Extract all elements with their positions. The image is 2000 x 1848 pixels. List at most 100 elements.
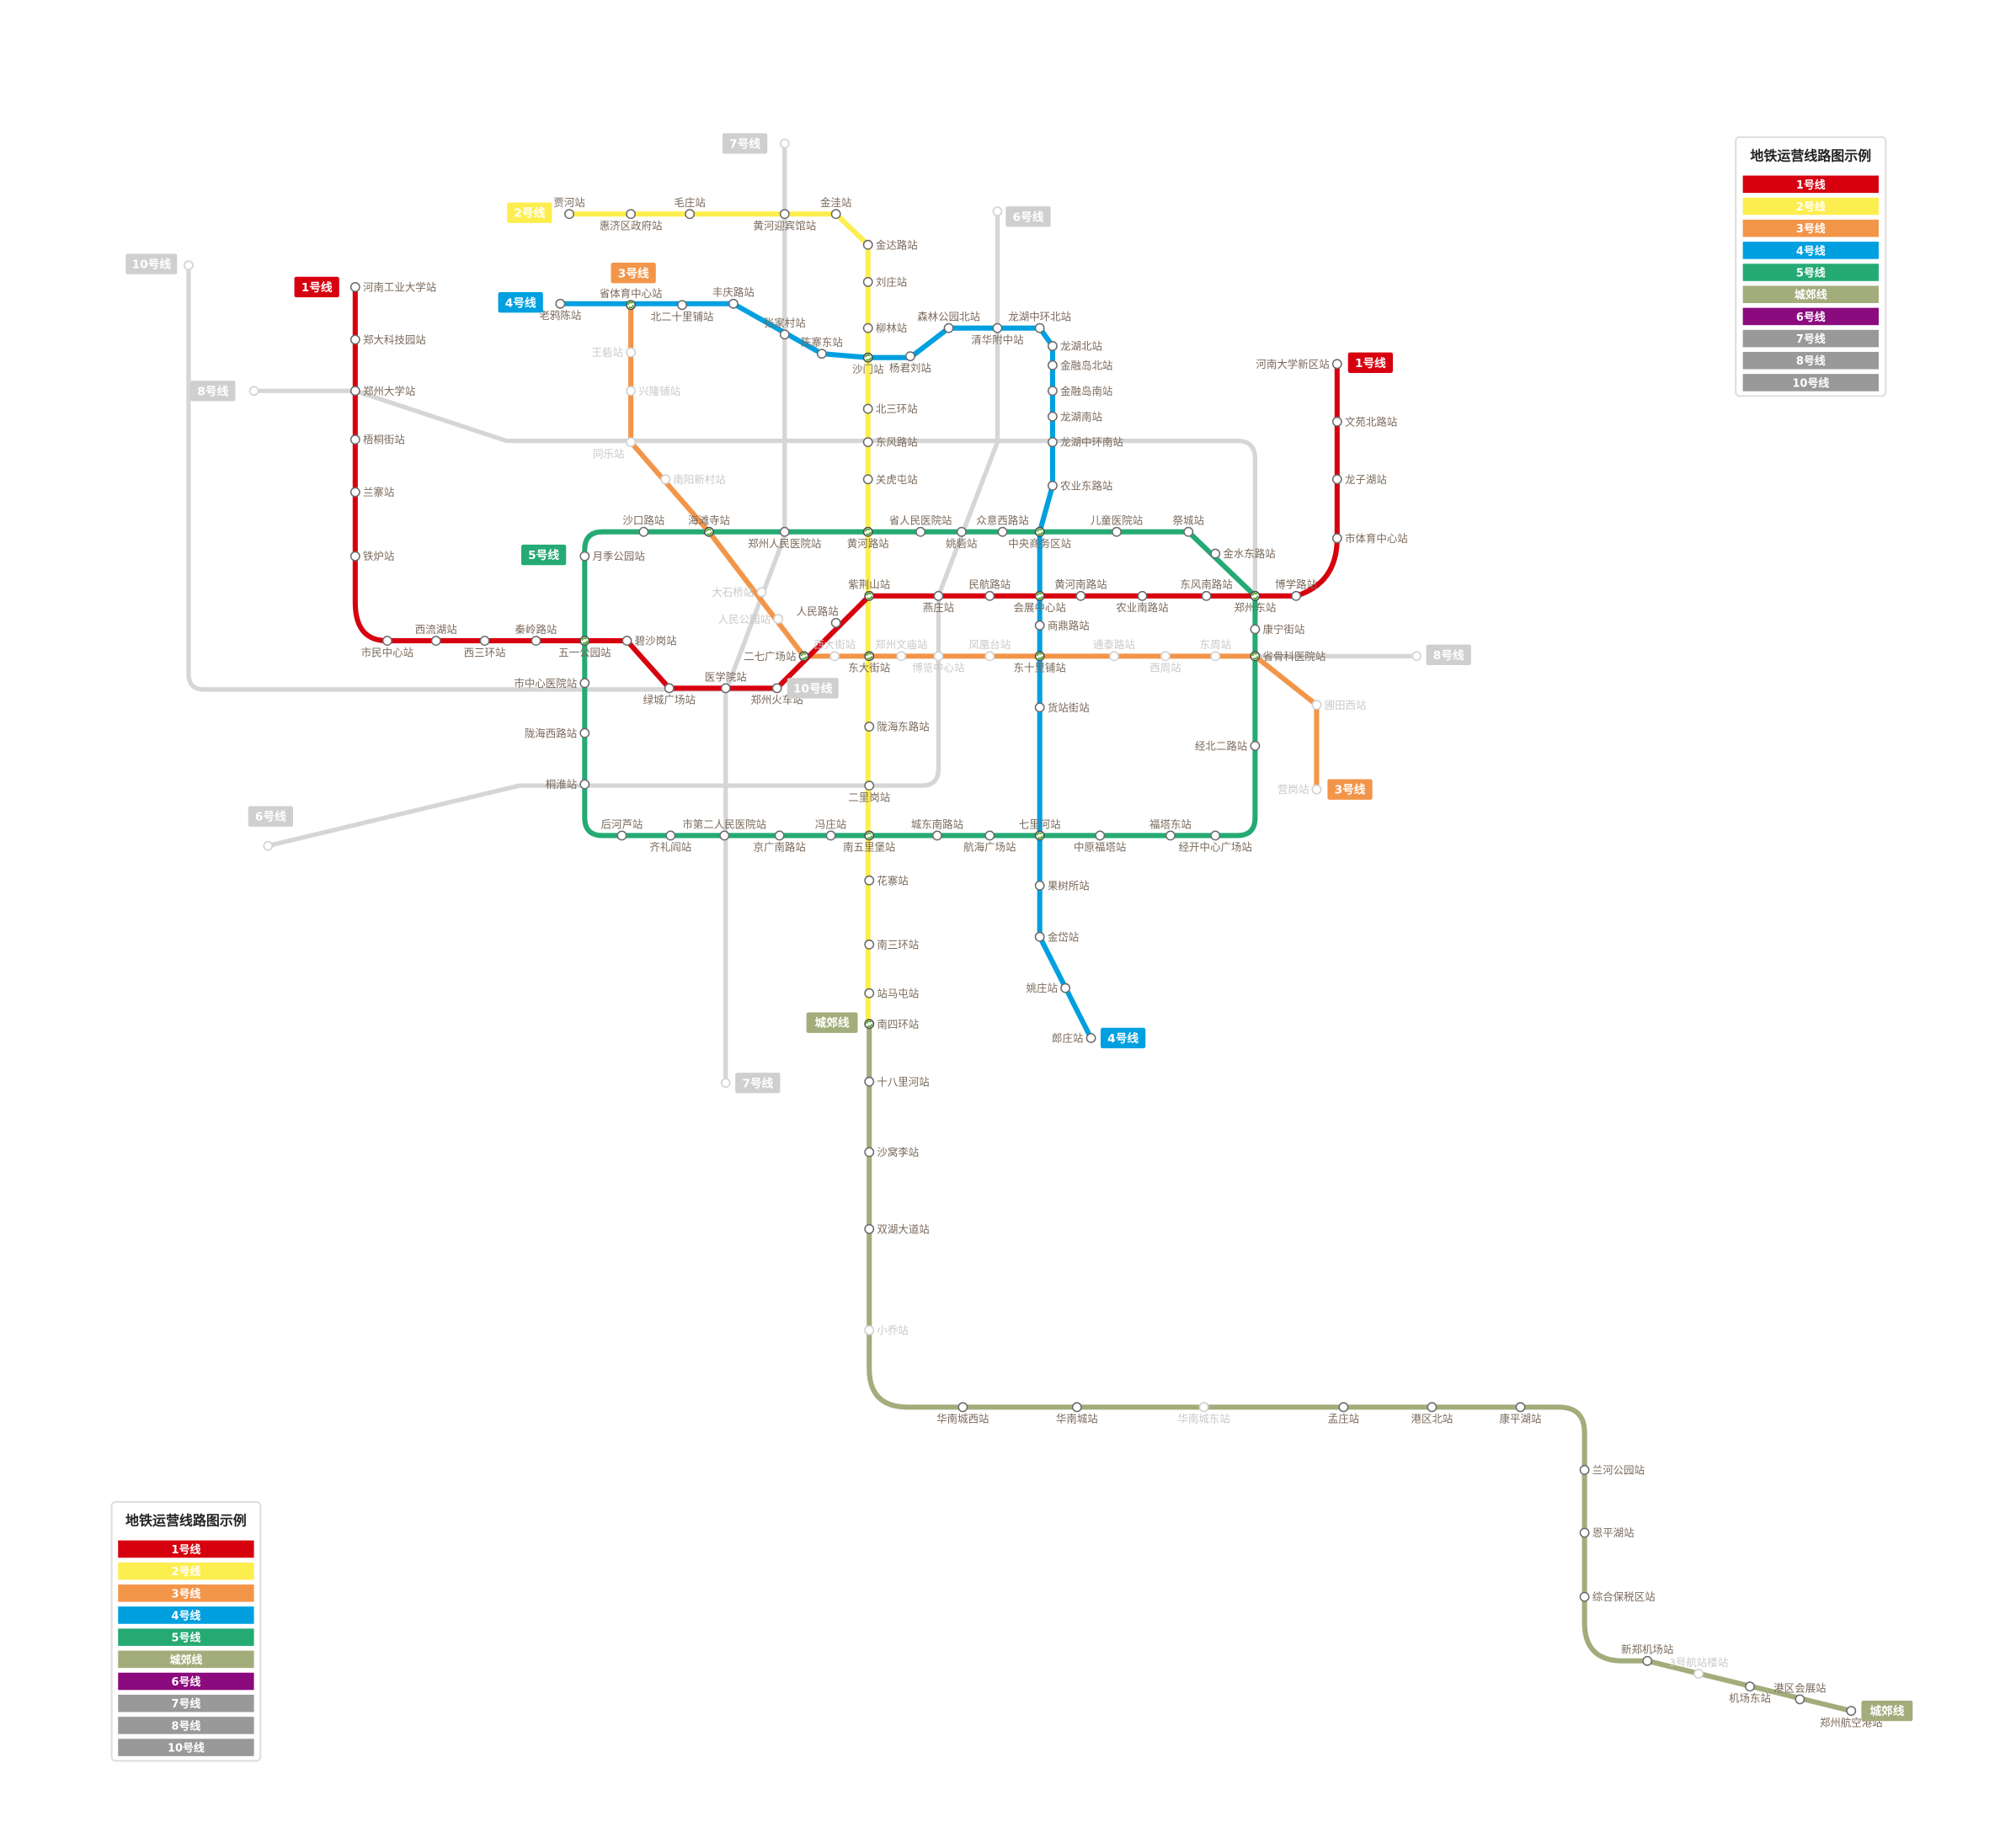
- station[interactable]: 东风路站: [862, 436, 918, 449]
- station-marker[interactable]: [1579, 1527, 1590, 1538]
- station[interactable]: 黄河迎宾馆站: [753, 209, 816, 232]
- station[interactable]: 东十里铺站: [1014, 651, 1066, 674]
- station[interactable]: 中原福塔站: [1074, 830, 1126, 854]
- station-marker[interactable]: [864, 1223, 875, 1234]
- station[interactable]: 康宁街站: [1250, 623, 1304, 636]
- station-marker[interactable]: [626, 209, 637, 220]
- station[interactable]: 金达路站: [862, 238, 918, 251]
- station-marker[interactable]: [579, 551, 590, 562]
- station-marker[interactable]: [984, 830, 995, 841]
- station[interactable]: 二七广场站: [744, 650, 809, 663]
- station[interactable]: 北二十里铺站: [651, 300, 714, 323]
- line-badge-city[interactable]: 城郊线: [1861, 1700, 1913, 1722]
- station[interactable]: 康平湖站: [1500, 1402, 1542, 1425]
- station[interactable]: 西流湖站: [415, 623, 457, 647]
- station-marker[interactable]: [933, 590, 944, 601]
- station[interactable]: 经北二路站: [1195, 739, 1261, 752]
- station-marker[interactable]: [1745, 1681, 1755, 1692]
- station-marker[interactable]: [1198, 1402, 1209, 1413]
- station[interactable]: 关虎屯站: [862, 473, 918, 486]
- station[interactable]: 铁炉站: [349, 550, 395, 562]
- station-marker[interactable]: [1160, 651, 1171, 662]
- station-marker[interactable]: [864, 722, 875, 732]
- station[interactable]: 姚庄站: [1027, 982, 1071, 994]
- station-marker[interactable]: [626, 437, 637, 448]
- station[interactable]: 文苑北路站: [1331, 415, 1398, 428]
- station-marker[interactable]: [779, 526, 790, 537]
- station-marker[interactable]: [1846, 1706, 1857, 1717]
- station-marker[interactable]: [1515, 1402, 1526, 1413]
- station[interactable]: 郑大科技园站: [349, 333, 426, 346]
- station-marker[interactable]: [774, 830, 785, 841]
- station[interactable]: 丰庆路站: [712, 286, 755, 309]
- station[interactable]: 兰寨站: [349, 486, 395, 498]
- station-marker[interactable]: [626, 386, 637, 397]
- station-marker[interactable]: [1210, 651, 1221, 662]
- station[interactable]: 紫荆山站: [848, 578, 890, 601]
- station[interactable]: 南五里堡站: [843, 830, 895, 854]
- station[interactable]: 省骨科医院站: [1250, 650, 1325, 663]
- station-marker[interactable]: [1201, 590, 1212, 601]
- station[interactable]: 兴隆铺站: [626, 385, 680, 397]
- station-marker[interactable]: [638, 526, 649, 537]
- station[interactable]: 西周站: [1149, 651, 1181, 674]
- station-marker[interactable]: [1137, 590, 1148, 601]
- station-marker[interactable]: [665, 830, 676, 841]
- station[interactable]: 南三环站: [864, 938, 919, 951]
- station-marker[interactable]: [1034, 931, 1045, 942]
- station[interactable]: 秦岭路站: [515, 623, 557, 647]
- station-marker[interactable]: [864, 988, 875, 999]
- station[interactable]: 海滩寺站: [688, 514, 730, 537]
- station-marker[interactable]: [933, 651, 944, 662]
- station[interactable]: 港区北站: [1411, 1402, 1453, 1425]
- station[interactable]: 王砦站: [592, 346, 637, 359]
- station-marker[interactable]: [1338, 1402, 1349, 1413]
- station[interactable]: 黄河路站: [847, 526, 889, 550]
- station[interactable]: 凤凰台站: [968, 638, 1011, 662]
- station-marker[interactable]: [1693, 1669, 1704, 1679]
- line-badge-10[interactable]: 10号线: [125, 253, 178, 274]
- station[interactable]: 杨君刘站: [889, 351, 931, 374]
- station[interactable]: 东风南路站: [1180, 578, 1233, 601]
- station[interactable]: 郑州大学站: [349, 385, 416, 397]
- station-marker[interactable]: [825, 830, 836, 841]
- station[interactable]: 市体育中心站: [1331, 532, 1408, 545]
- station-marker[interactable]: [771, 683, 782, 694]
- station-marker[interactable]: [1331, 416, 1342, 427]
- station[interactable]: 华南城西站: [936, 1402, 989, 1425]
- station-marker[interactable]: [1085, 1033, 1096, 1043]
- station-marker[interactable]: [862, 239, 873, 250]
- station[interactable]: 金融岛南站: [1047, 385, 1113, 397]
- station[interactable]: 西大街站: [813, 638, 856, 662]
- station[interactable]: 儿童医院站: [1091, 514, 1143, 537]
- station[interactable]: 陈寨东站: [801, 336, 843, 359]
- station[interactable]: 航海广场站: [963, 830, 1016, 854]
- station-marker[interactable]: [1642, 1655, 1653, 1666]
- station[interactable]: 金洼站: [820, 196, 851, 220]
- station[interactable]: 沙门站: [852, 352, 883, 375]
- station[interactable]: 金水东路站: [1210, 547, 1276, 560]
- line-badge-8[interactable]: 8号线: [190, 381, 236, 402]
- station-marker[interactable]: [1579, 1465, 1590, 1475]
- station-marker[interactable]: [349, 487, 360, 498]
- station-marker[interactable]: [1034, 880, 1045, 891]
- station[interactable]: 梧桐街站: [349, 434, 405, 446]
- station[interactable]: 河南工业大学站: [349, 281, 437, 294]
- station[interactable]: 森林公园北站: [917, 311, 980, 333]
- line-badge-5[interactable]: 5号线: [520, 544, 567, 566]
- station-marker[interactable]: [956, 526, 967, 537]
- line-badge-7[interactable]: 7号线: [735, 1073, 781, 1094]
- station[interactable]: 站马屯站: [864, 987, 919, 999]
- station-marker[interactable]: [1034, 620, 1045, 631]
- station[interactable]: 省体育中心站: [600, 287, 663, 311]
- station-marker[interactable]: [1165, 830, 1176, 841]
- station[interactable]: 综合保税区站: [1579, 1590, 1656, 1603]
- station[interactable]: 南四环站: [864, 1018, 919, 1031]
- station-marker[interactable]: [349, 434, 360, 445]
- station[interactable]: 陇海东路站: [864, 721, 930, 733]
- station-marker[interactable]: [862, 322, 873, 333]
- station[interactable]: 毛庄站: [674, 196, 706, 220]
- station[interactable]: 五一公园站: [558, 636, 611, 658]
- station[interactable]: 绿城广场站: [643, 683, 696, 706]
- station[interactable]: 十八里河站: [864, 1075, 930, 1088]
